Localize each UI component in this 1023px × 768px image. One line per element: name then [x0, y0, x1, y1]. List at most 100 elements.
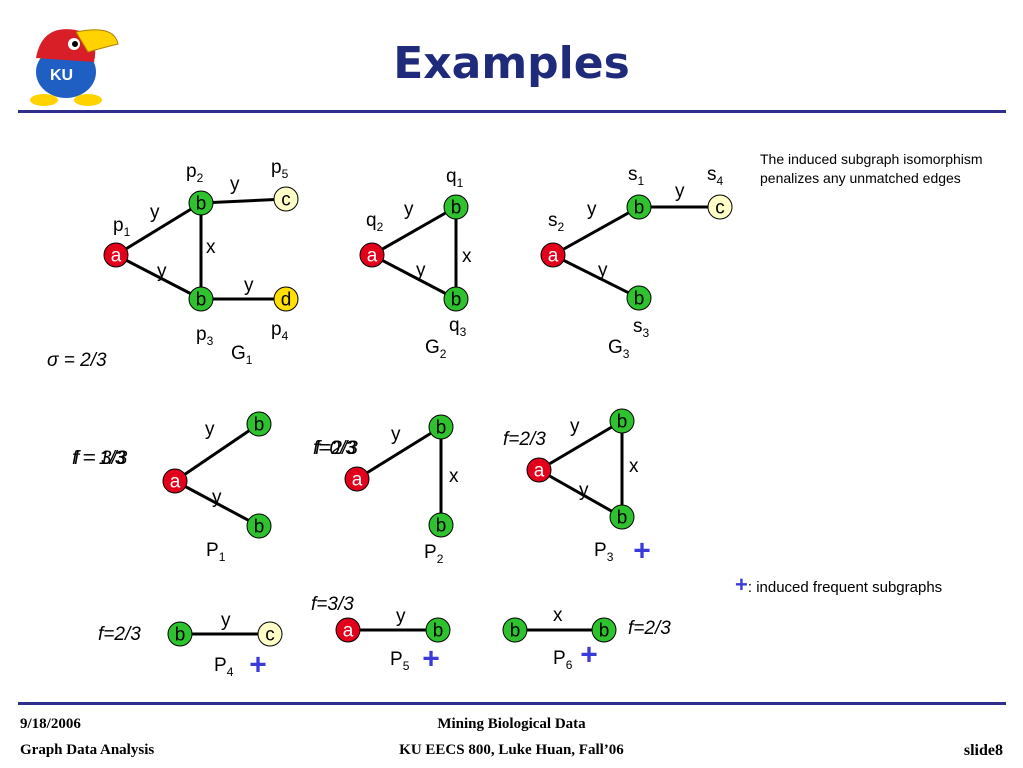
node-a [162, 468, 188, 494]
edge-label: y [244, 275, 254, 296]
node-label: c [715, 198, 725, 219]
node-tag-s3: s3 [633, 316, 650, 340]
slide-number: slide8 [963, 742, 1003, 759]
node-p3 [188, 286, 214, 312]
pattern-p2: f=0/3 f=2/3 y x P2 abb [313, 414, 459, 566]
node-p2 [188, 190, 214, 216]
node-q3 [443, 286, 469, 312]
node-b1 [502, 617, 528, 643]
edge-s2-s1 [552, 205, 640, 257]
edge-label: x [449, 466, 459, 487]
node-tag-p4: p4 [271, 319, 289, 343]
graph-name-p1: P1 [206, 540, 226, 564]
edge-p1-p2 [115, 201, 202, 257]
edge-label: y [396, 606, 406, 627]
node-tag-s2: s2 [548, 210, 565, 234]
node-p5 [273, 186, 299, 212]
node-b2 [591, 617, 617, 643]
node-tag-p1: p1 [113, 215, 131, 239]
edge-label: y [212, 487, 222, 508]
jayhawk-logo: KU [30, 29, 119, 106]
node-label: a [170, 472, 181, 493]
footer-course-line2: KU EECS 800, Luke Huan, Fall’06 [399, 742, 624, 758]
footer-topic: Graph Data Analysis [20, 742, 155, 758]
edge-label: y [587, 199, 597, 220]
node-b [167, 621, 193, 647]
edge-q2-q1 [371, 205, 457, 257]
edge-label: x [553, 605, 563, 626]
node-s4 [707, 194, 733, 220]
node-b [425, 617, 451, 643]
node-s2 [540, 242, 566, 268]
induced-plus-marker: + [633, 535, 651, 568]
graph-name-p6: P6 [553, 648, 573, 672]
edge-p2-p5 [200, 197, 287, 205]
node-label: b [599, 621, 610, 642]
edge-s2-s3 [552, 253, 640, 300]
node-tag-p5: p5 [271, 157, 289, 181]
node-p4 [273, 286, 299, 312]
node-q1 [443, 194, 469, 220]
edge-label: y [391, 424, 401, 445]
induced-note: The induced subgraph isomorphism penaliz… [760, 151, 983, 186]
edge-label: y [675, 181, 685, 202]
node-tag-q2: q2 [366, 210, 384, 234]
freq-ghost: f = 1/3 [72, 448, 126, 469]
graph-name-p5: P5 [390, 649, 410, 673]
sigma-threshold: σ = 2/3 [47, 350, 107, 371]
node-label: b [196, 194, 207, 215]
edge-label: y [579, 480, 589, 501]
node-label: b [254, 415, 265, 436]
node-label: a [367, 246, 378, 267]
node-label: a [352, 470, 363, 491]
graph-g2: y y x q1 q2 q3 G2 abb [359, 166, 472, 361]
node-label: a [534, 461, 545, 482]
node-tag-q1: q1 [446, 166, 464, 190]
graph-name-g1: G1 [231, 343, 253, 367]
node-label: c [281, 190, 291, 211]
legend-plus: + [735, 572, 748, 597]
graph-name-p4: P4 [214, 655, 234, 679]
node-b2 [428, 512, 454, 538]
edge-p1-p3 [115, 253, 202, 301]
freq-label: f=3/3 [311, 594, 354, 615]
node-tag-s1: s1 [628, 164, 645, 188]
node-label: b [634, 198, 645, 219]
pattern-p3: f=2/3 y y x P3 + abb [503, 408, 651, 568]
node-b1 [428, 414, 454, 440]
graph-name-p3: P3 [594, 540, 614, 564]
node-c [257, 621, 283, 647]
top-divider [18, 110, 1006, 113]
edge-label: y [157, 261, 167, 282]
graph-name-g2: G2 [425, 337, 447, 361]
node-s1 [626, 194, 652, 220]
node-label: b [451, 198, 462, 219]
svg-text:KU: KU [50, 67, 73, 84]
node-tag-p2: p2 [186, 161, 204, 185]
node-label: b [436, 516, 447, 537]
freq-label: f=2/3 [315, 438, 358, 459]
freq-ghost: f=0/3 [313, 438, 356, 459]
node-label: b [451, 290, 462, 311]
node-label: b [436, 418, 447, 439]
edge-a-b1 [174, 422, 260, 483]
node-a [344, 466, 370, 492]
node-b1 [609, 408, 635, 434]
induced-plus-marker: + [422, 643, 440, 676]
node-s3 [626, 285, 652, 311]
freq-label: f=2/3 [628, 618, 671, 639]
freq-label: f = 3/3 [74, 448, 128, 469]
bottom-divider [18, 702, 1006, 705]
node-label: b [617, 412, 628, 433]
node-a [526, 457, 552, 483]
freq-label: f=2/3 [98, 624, 141, 645]
induced-plus-marker: + [249, 649, 267, 682]
node-tag-s4: s4 [707, 164, 724, 188]
pattern-p1: f = 1/3 f = 3/3 y y P1 abb [72, 411, 272, 564]
induced-plus-marker: + [580, 639, 598, 672]
edge-label: y [150, 202, 160, 223]
edge-label: x [629, 456, 639, 477]
